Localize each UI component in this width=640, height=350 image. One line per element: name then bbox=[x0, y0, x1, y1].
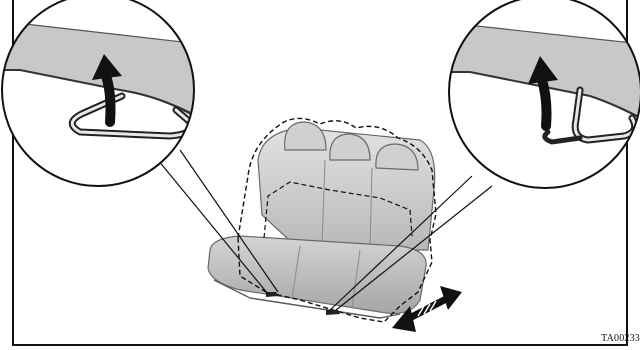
release-lever-right bbox=[326, 310, 340, 315]
figure-code-label: TA00233 bbox=[601, 333, 640, 344]
detail-circle-left bbox=[0, 0, 200, 186]
detail-circle-right bbox=[440, 0, 640, 188]
headrest-left bbox=[285, 122, 326, 150]
rear-seat bbox=[208, 118, 436, 322]
